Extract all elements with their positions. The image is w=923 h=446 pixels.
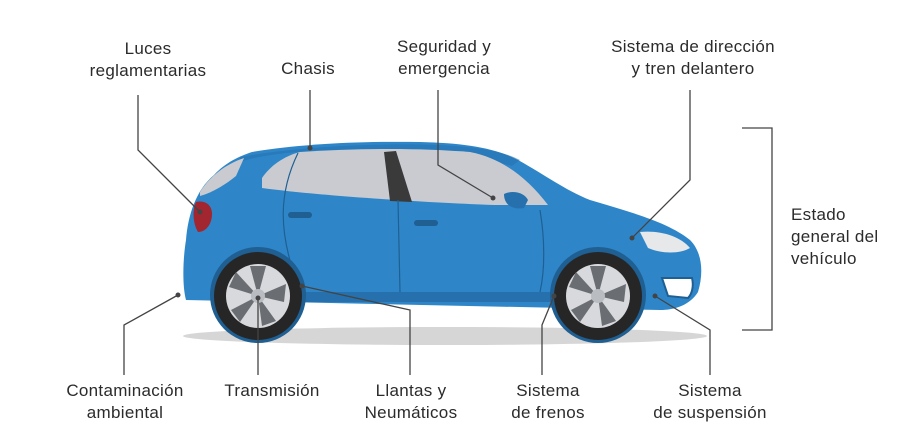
label-sistema-direccion: Sistema de dirección y tren delantero [588, 36, 798, 80]
label-chasis: Chasis [262, 58, 354, 80]
label-line: Llantas y [350, 380, 472, 402]
label-sistema-suspension: Sistema de suspensión [640, 380, 780, 424]
label-line: Sistema [494, 380, 602, 402]
label-line: emergencia [376, 58, 512, 80]
dot-contaminacion [176, 293, 181, 298]
dot-seguridad [491, 196, 496, 201]
fog-light [662, 278, 693, 298]
label-line: de frenos [494, 402, 602, 424]
label-sistema-frenos: Sistema de frenos [494, 380, 602, 424]
label-transmision: Transmisión [212, 380, 332, 402]
label-line: reglamentarias [78, 60, 218, 82]
label-line: Sistema [640, 380, 780, 402]
leader-luces [138, 95, 200, 212]
label-estado-general: Estado general del vehículo [791, 204, 917, 270]
label-line: y tren delantero [588, 58, 798, 80]
front-wheel [554, 252, 642, 340]
dot-frenos [552, 294, 557, 299]
label-line: Seguridad y [376, 36, 512, 58]
front-door-handle [414, 220, 438, 226]
label-line: ambiental [50, 402, 200, 424]
label-line: de suspensión [640, 402, 780, 424]
rear-door-handle [288, 212, 312, 218]
label-contaminacion-ambiental: Contaminación ambiental [50, 380, 200, 424]
dot-chasis [308, 146, 313, 151]
label-line: Chasis [262, 58, 354, 80]
bracket-estado [742, 128, 772, 330]
label-luces-reglamentarias: Luces reglamentarias [78, 38, 218, 82]
dot-direccion [630, 236, 635, 241]
dot-suspension [653, 294, 658, 299]
dot-luces [198, 210, 203, 215]
label-line: Sistema de dirección [588, 36, 798, 58]
leader-contaminacion [124, 295, 178, 375]
label-line: Contaminación [50, 380, 200, 402]
label-seguridad-emergencia: Seguridad y emergencia [376, 36, 512, 80]
label-line: Transmisión [212, 380, 332, 402]
label-line: Luces [78, 38, 218, 60]
label-line: vehículo [791, 248, 917, 270]
label-line: Neumáticos [350, 402, 472, 424]
dot-transmision [256, 296, 261, 301]
label-line: general del [791, 226, 917, 248]
label-llantas-neumaticos: Llantas y Neumáticos [350, 380, 472, 424]
dot-llantas [300, 284, 305, 289]
label-line: Estado [791, 204, 917, 226]
